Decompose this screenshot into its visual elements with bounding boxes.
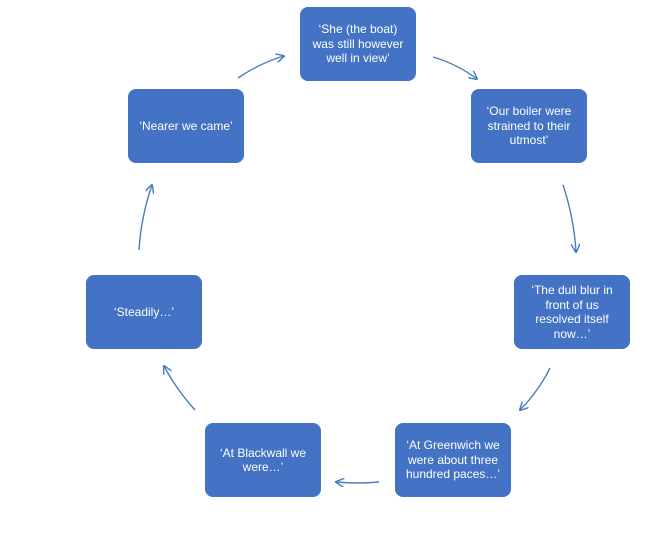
arrow-5-to-6 [164, 366, 196, 411]
node-3-label: ‘The dull blur in front of us resolved i… [531, 283, 613, 341]
cycle-node-2: ‘Our boiler were strained to their utmos… [471, 89, 587, 163]
arrow-6-to-7 [138, 185, 152, 251]
arrow-2-to-3 [562, 184, 576, 252]
arrow-1-to-2 [432, 56, 477, 79]
cycle-node-3: ‘The dull blur in front of us resolved i… [514, 275, 630, 349]
node-2-label: ‘Our boiler were strained to their utmos… [486, 104, 572, 148]
node-7-label: ‘Nearer we came’ [139, 118, 233, 133]
cycle-node-5: ‘At Blackwall we were…’ [205, 423, 321, 497]
node-5-label: ‘At Blackwall we were…’ [219, 445, 307, 475]
arrow-3-to-4 [520, 367, 551, 410]
node-4-label: ‘At Greenwich we were about three hundre… [405, 438, 501, 482]
node-6-label: ‘Steadily…’ [113, 304, 175, 319]
cycle-node-6: ‘Steadily…’ [86, 275, 202, 349]
cycle-node-7: ‘Nearer we came’ [128, 89, 244, 163]
cycle-node-4: ‘At Greenwich we were about three hundre… [395, 423, 511, 497]
arrow-4-to-5 [336, 482, 380, 483]
cycle-node-1: ‘She (the boat) was still however well i… [300, 7, 416, 81]
arrow-7-to-1 [237, 56, 284, 79]
node-1-label: ‘She (the boat) was still however well i… [312, 22, 404, 66]
